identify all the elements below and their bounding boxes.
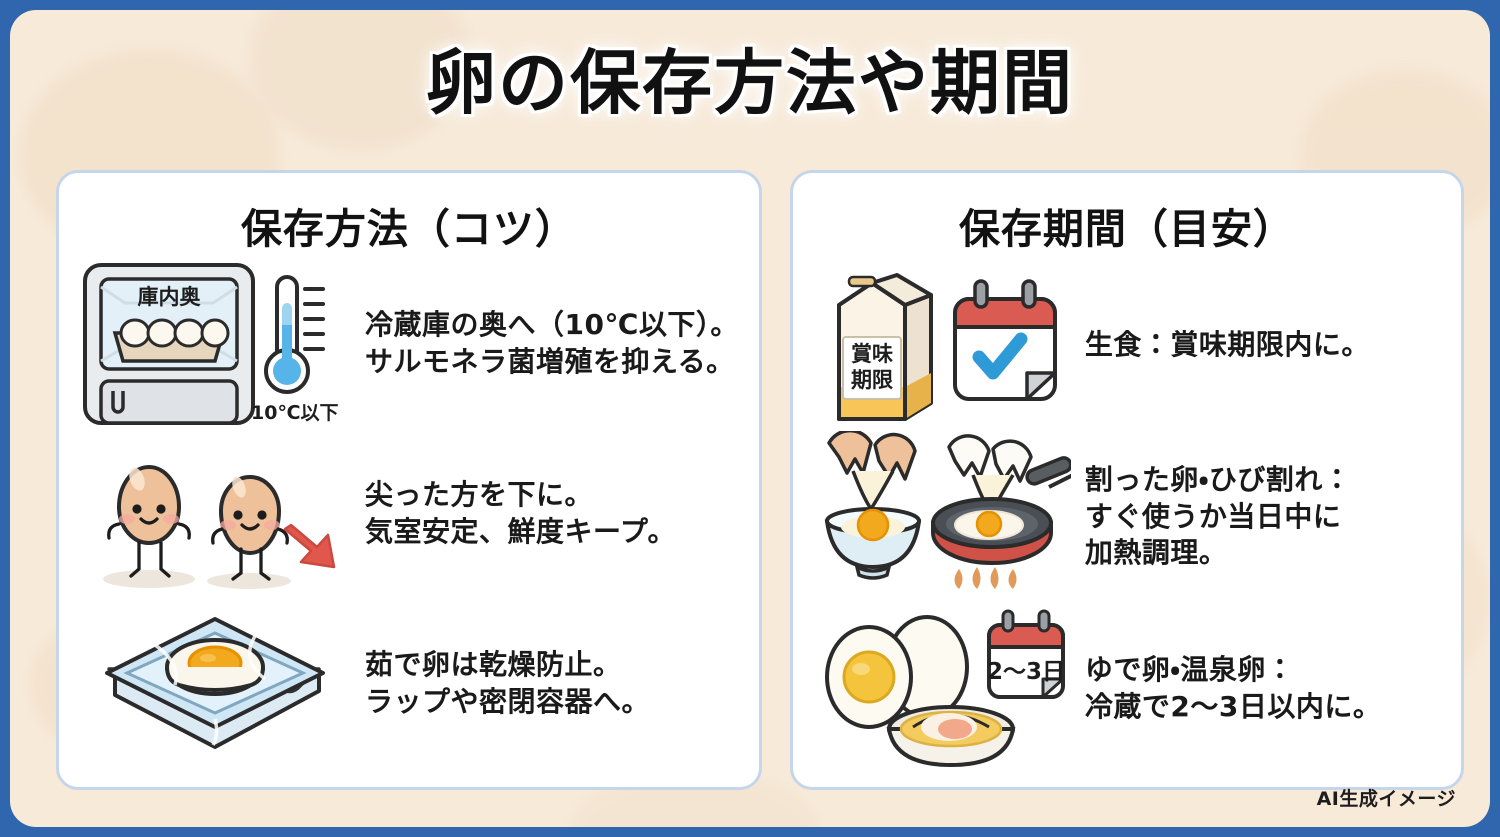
text-line: 加熱調理。 bbox=[1084, 536, 1228, 570]
text-line: 尖った方を下に。 bbox=[365, 478, 594, 512]
boiled-egg-calendar-icon: 2〜3日 bbox=[813, 603, 1071, 775]
text-line: 割った卵・ひび割れ： bbox=[1084, 462, 1352, 496]
text-line: 生食：賞味期限内に。 bbox=[1084, 327, 1370, 361]
panel-title-storage-method: 保存方法（コツ） bbox=[240, 205, 577, 253]
egg-characters-icon bbox=[79, 429, 351, 599]
text-line: 冷蔵庫の奥へ（10℃以下）。 bbox=[365, 308, 739, 342]
list-item: 庫内奥 bbox=[79, 259, 739, 429]
thermometer-label: 10℃以下 bbox=[251, 402, 338, 424]
refrigerator-icon: 庫内奥 bbox=[79, 259, 351, 429]
paper-texture-blotch bbox=[250, 10, 470, 150]
cracked-egg-pan-icon bbox=[813, 431, 1071, 603]
storage-period-list: 賞味 期限 生食：賞 bbox=[813, 259, 1441, 775]
page-title: 卵の保存方法や期間 bbox=[426, 42, 1074, 124]
text-line: 冷蔵で2〜3日以内に。 bbox=[1084, 690, 1382, 723]
list-item: 茹で卵は乾燥防止。 ラップや密閉容器へ。 bbox=[79, 599, 739, 769]
panel-title-storage-period: 保存期間（目安） bbox=[958, 205, 1295, 253]
list-item-text: 尖った方を下に。 気室安定、鮮度キープ。 bbox=[365, 477, 676, 551]
text-line: 茹で卵は乾燥防止。 bbox=[365, 648, 622, 682]
carton-calendar-icon: 賞味 期限 bbox=[813, 259, 1071, 431]
down-arrow-icon bbox=[283, 523, 336, 569]
fridge-interior-label: 庫内奥 bbox=[138, 285, 202, 309]
check-icon bbox=[972, 332, 1028, 380]
text-line: ゆで卵・温泉卵： bbox=[1084, 653, 1295, 687]
list-item-text: 生食：賞味期限内に。 bbox=[1085, 327, 1370, 364]
text-line: ラップや密閉容器へ。 bbox=[365, 685, 651, 718]
ai-credit-label: AI生成イメージ bbox=[1316, 788, 1456, 810]
text-line: 気室安定、鮮度キープ。 bbox=[365, 515, 676, 548]
list-item: 割った卵・ひび割れ： すぐ使うか当日中に 加熱調理。 bbox=[813, 431, 1441, 603]
sealed-container-icon bbox=[79, 599, 351, 769]
carton-label-line2: 期限 bbox=[851, 368, 893, 392]
panels-container: 保存方法（コツ） bbox=[56, 170, 1464, 790]
list-item: 尖った方を下に。 気室安定、鮮度キープ。 bbox=[79, 429, 739, 599]
calendar-duration-label: 2〜3日 bbox=[987, 659, 1065, 685]
list-item-text: 冷蔵庫の奥へ（10℃以下）。 サルモネラ菌増殖を抑える。 bbox=[365, 307, 739, 381]
flame-icon bbox=[954, 567, 1017, 589]
list-item-text: 割った卵・ひび割れ： すぐ使うか当日中に 加熱調理。 bbox=[1085, 462, 1352, 573]
storage-method-list: 庫内奥 bbox=[79, 259, 739, 769]
panel-storage-method: 保存方法（コツ） bbox=[56, 170, 762, 790]
list-item: 賞味 期限 生食：賞 bbox=[813, 259, 1441, 431]
list-item: 2〜3日 ゆで卵・温泉卵： 冷蔵で2〜3日以内に。 bbox=[813, 603, 1441, 775]
list-item-text: 茹で卵は乾燥防止。 ラップや密閉容器へ。 bbox=[365, 647, 650, 721]
carton-label-line1: 賞味 bbox=[851, 342, 893, 366]
text-line: サルモネラ菌増殖を抑える。 bbox=[365, 345, 735, 378]
list-item-text: ゆで卵・温泉卵： 冷蔵で2〜3日以内に。 bbox=[1085, 652, 1381, 726]
panel-storage-period: 保存期間（目安） bbox=[789, 170, 1464, 790]
poster-background: 卵の保存方法や期間 保存方法（コツ） bbox=[10, 10, 1490, 827]
text-line: すぐ使うか当日中に bbox=[1084, 499, 1342, 533]
